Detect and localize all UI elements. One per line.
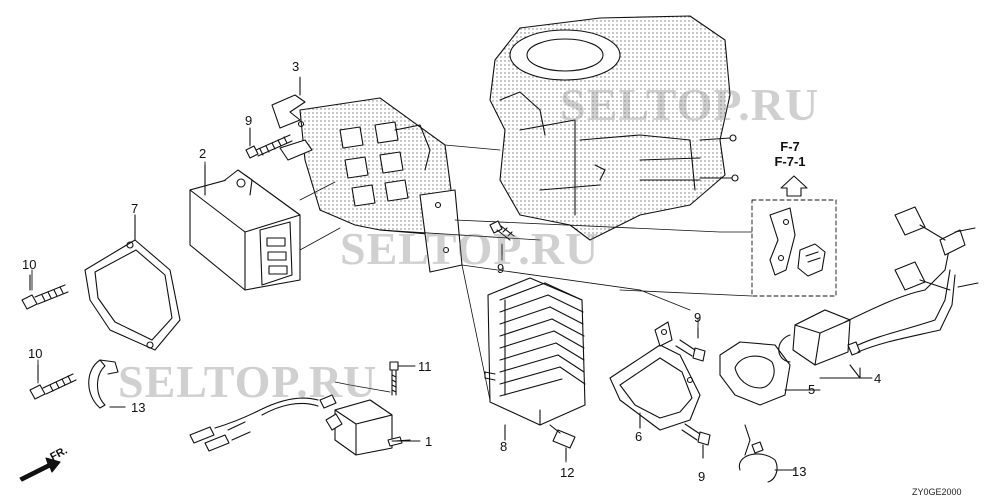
callout-4: 4 [874,371,882,386]
part-13-clip-right [738,424,796,483]
callout-6: 6 [635,429,643,444]
callout-11: 11 [418,359,432,374]
watermark: SELTOP.RU [340,223,600,274]
callout-9: 9 [694,310,702,325]
bolt-10-upper [21,274,69,310]
part-2-control-unit [189,164,341,291]
part-5-coil-cover [719,341,801,406]
part-7-cover [84,214,181,351]
watermark: SELTOP.RU [560,79,820,130]
part-8-regulator [461,264,586,441]
callout-12: 12 [560,465,575,480]
part-4-ignition-coil [778,206,979,379]
screw-11 [389,361,416,396]
callout-1: 1 [425,434,433,449]
watermark: SELTOP.RU [118,356,378,407]
bolt-10-lower [29,364,77,400]
leader-lines [31,76,873,471]
reference-line-2: F-7-1 [774,153,806,169]
callout-5: 5 [808,382,816,397]
callout-13: 13 [131,400,146,415]
callout-9: 9 [698,469,706,484]
bolt-9-right-upper [675,327,706,362]
part-6-bracket [609,321,701,431]
bolt-9-upper [245,127,293,159]
detail-box [619,175,837,311]
callout-7: 7 [131,201,139,216]
part-1-module [189,381,411,456]
callout-2: 2 [199,146,207,161]
screw-12 [549,424,576,461]
reference-label: F-7 F-7-1 [770,139,810,170]
callout-10: 10 [22,257,37,272]
callout-9: 9 [245,113,253,128]
front-arrow-icon [19,457,61,482]
bolt-9-right-lower [681,423,711,459]
callout-10: 10 [28,346,43,361]
callout-3: 3 [292,59,300,74]
callout-13: 13 [792,464,807,479]
part-3-clip [271,77,313,161]
callout-8: 8 [500,439,508,454]
drawing-code: ZY0GE2000 [912,487,962,497]
engine-outline [489,15,739,241]
callout-9: 9 [497,261,505,276]
mounting-bracket [299,97,463,273]
reference-line-1: F-7 [780,139,800,154]
